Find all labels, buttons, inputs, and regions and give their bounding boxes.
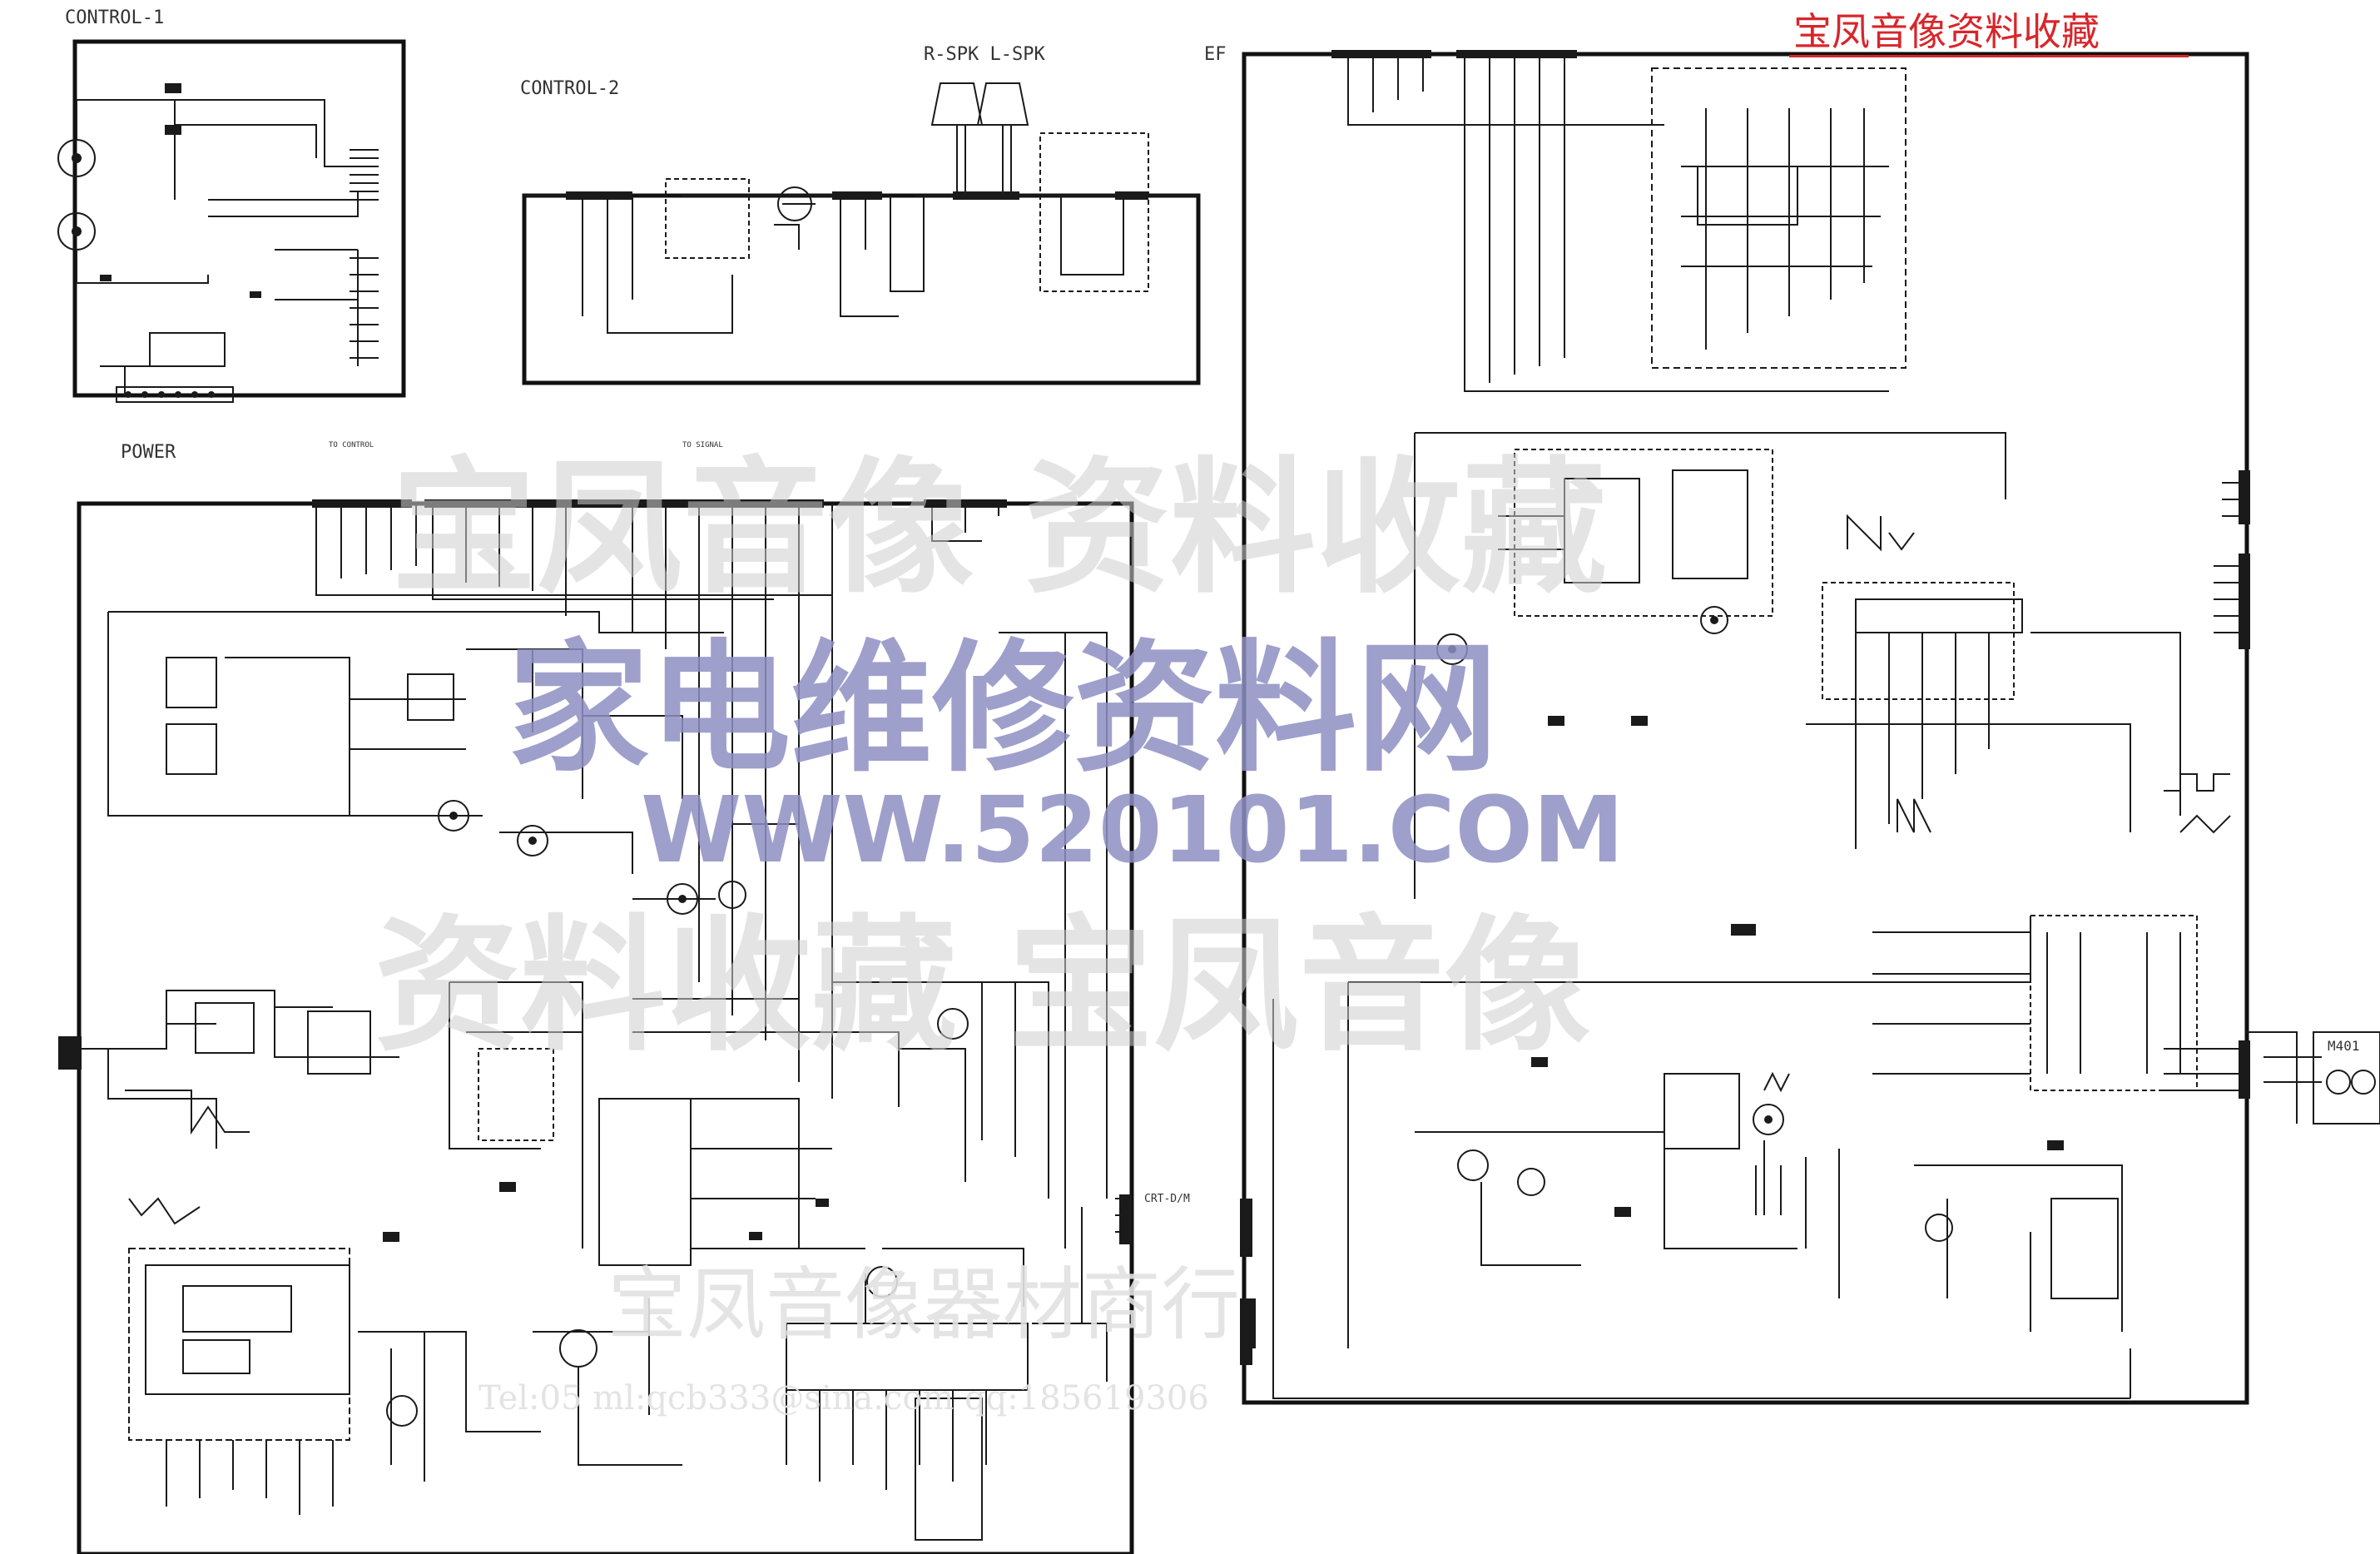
corner-watermark: 宝凤音像资料收藏 [1793, 9, 2100, 54]
signal-board-parts [1244, 50, 2250, 1348]
power-board-circuit [79, 504, 1132, 1541]
signal-board-circuit [1272, 54, 2380, 1399]
control-1-circuit [57, 99, 379, 403]
blue-watermark: 家电维修资料网 [508, 625, 1498, 792]
to-control-label: TO CONTROL [329, 441, 374, 449]
gray-watermark-lower: 资料收藏 宝凤音像 [374, 902, 1590, 1071]
control-2-circuit [524, 82, 1198, 334]
control-2-connectors [566, 191, 1148, 200]
speaker-label: R-SPK L-SPK [924, 44, 1045, 65]
control-1-frame [72, 39, 406, 398]
url-watermark: WWW.520101.COM [641, 777, 1624, 883]
ef-label: EF [1204, 44, 1227, 65]
control-2-frame [522, 193, 1201, 385]
signal-board-frame [1242, 52, 2249, 1405]
to-signal-label: TO SIGNAL [682, 441, 723, 449]
shop-watermark: 宝凤音像器材商行 [607, 1259, 1240, 1351]
control-1-label: CONTROL-1 [65, 7, 164, 28]
contact-watermark: Tel:05 ml:qcb333@sina.com qq:185619306 [478, 1379, 1209, 1417]
control-1-parts [72, 83, 261, 398]
control-2-label: CONTROL-2 [520, 78, 619, 99]
gray-watermark-upper: 宝凤音像 资料收藏 [391, 444, 1607, 613]
crt-connector-label: CRT-D/M [1144, 1193, 1190, 1205]
corner-watermark-underline [1789, 55, 2189, 57]
m401-label: M401 [2328, 1038, 2360, 1054]
power-label: POWER [121, 442, 176, 463]
